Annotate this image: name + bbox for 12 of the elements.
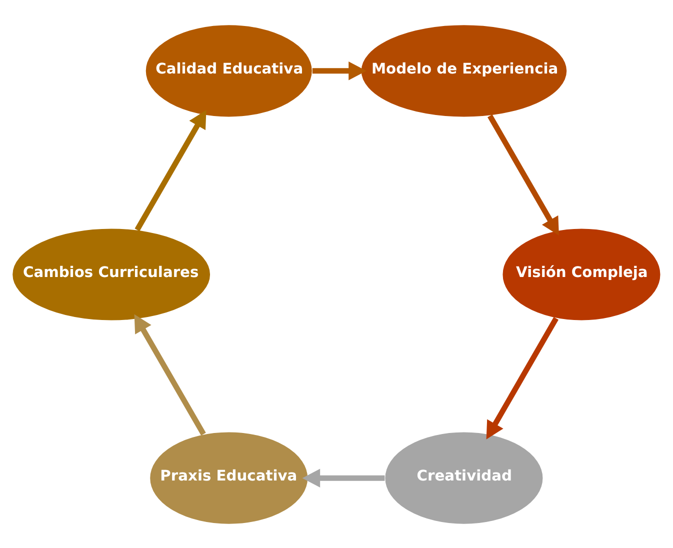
node-ellipse: Modelo de Experiencia <box>360 24 568 118</box>
arrow <box>134 314 206 436</box>
arrow <box>486 316 559 439</box>
node-ellipse: Calidad Educativa <box>144 24 313 118</box>
node-ellipse: Cambios Curriculares <box>12 227 211 321</box>
arrow <box>312 61 366 80</box>
arrow <box>302 468 385 487</box>
node-ellipse: Praxis Educativa <box>149 430 309 524</box>
node-ellipse: Creatividad <box>384 430 544 524</box>
arrow <box>488 114 559 235</box>
node-ellipse: Visión Compleja <box>502 227 662 321</box>
arrow <box>134 110 206 231</box>
